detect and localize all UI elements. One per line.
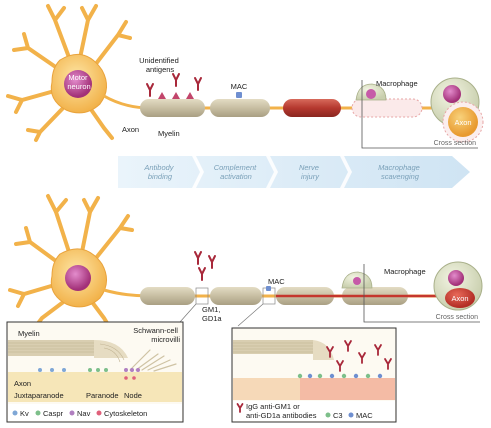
bottom-cross-macrophage-nucleus	[448, 270, 464, 286]
svg-text:Schwann-cell microvilli: Schwann-cell microvilli	[133, 326, 180, 344]
inset-right-connector	[237, 303, 264, 327]
inset-left-proteins	[38, 368, 140, 380]
top-neuron-nucleus	[64, 70, 92, 98]
antibody-label-2: anti-GD1a antibodies	[246, 411, 317, 420]
top-cross-section-label: Cross section	[434, 140, 477, 147]
bottom-mac-marker	[266, 286, 271, 291]
inset-left-axon-label: Axon	[14, 379, 31, 388]
bottom-panel: GM1, GD1a MAC Macrophage Axon Cross sect…	[8, 194, 483, 330]
inset-right-myelin	[233, 340, 334, 360]
top-mac-label: MAC	[231, 82, 248, 91]
legend-caspr-dot	[35, 410, 41, 416]
top-antibodies	[146, 73, 202, 97]
top-degraded-segment	[351, 98, 423, 118]
unidentified-antigens-label-2: antigens	[146, 65, 175, 74]
step-antibody-line1: Antibody	[143, 163, 174, 172]
bottom-node-marker	[195, 287, 209, 305]
node-label: Node	[124, 391, 142, 400]
gm1-label-1: GM1,	[202, 305, 220, 314]
legend-caspr-label: Caspr	[43, 409, 64, 418]
inset-left-axon	[8, 372, 182, 402]
svg-text:Unidentified antigens: Unidentified antigens	[139, 56, 181, 74]
inset-left-myelin-label: Myelin	[18, 329, 40, 338]
antibody-legend-icon	[236, 403, 244, 413]
svg-text:Nerve injury: Nerve injury	[299, 163, 321, 181]
top-cross-axon	[448, 107, 478, 137]
top-panel: Motor neuron Unidentified antigens MAC A…	[6, 4, 484, 149]
legend-nav-dot	[69, 410, 75, 416]
svg-text:IgG anti-GM1 or anti-G: IgG anti-GM1 or anti-GD1a antibodies	[246, 402, 317, 420]
bottom-cross-section-frame	[363, 264, 480, 323]
legend-mac-dot	[348, 412, 354, 418]
inset-left-myelin	[8, 340, 128, 363]
bottom-myelin-segment	[210, 287, 262, 305]
top-antigens	[158, 92, 194, 99]
top-macrophage-label: Macrophage	[376, 79, 418, 88]
paranode-label: Paranode	[86, 391, 119, 400]
schwann-label-2: microvilli	[151, 335, 180, 344]
step-antibody-line2: binding	[148, 172, 173, 181]
svg-text:Motor neuron: Motor neuron	[67, 73, 90, 91]
top-mac-marker	[236, 92, 242, 98]
bottom-neuron-nucleus	[65, 265, 91, 291]
unidentified-antigens-label-1: Unidentified	[139, 56, 179, 65]
process-steps: Antibody binding Complement activation N…	[118, 156, 470, 188]
motor-neuron-label-1: Motor	[68, 73, 88, 82]
top-cross-axon-label: Axon	[454, 118, 471, 127]
bottom-cross-axon-label: Axon	[451, 294, 468, 303]
top-injured-segment	[283, 99, 341, 117]
top-macrophage-nucleus	[366, 89, 376, 99]
juxtaparanode-label: Juxtaparanode	[14, 391, 64, 400]
svg-text:Antibody binding: Antibody binding	[143, 163, 175, 181]
svg-text:Macrophage scavenging: Macrophage scavenging	[378, 163, 422, 181]
top-cross-section-frame	[361, 80, 478, 149]
legend-cytoskeleton-label: Cytoskeleton	[104, 409, 147, 418]
legend-nav-label: Nav	[77, 409, 91, 418]
svg-text:Complement activation: Complement activation	[214, 163, 259, 181]
top-myelin-segment	[210, 99, 270, 117]
top-neuron-dendrites	[6, 4, 132, 142]
inset-left-microvilli	[129, 349, 177, 372]
step-macrophage-line1: Macrophage	[378, 163, 420, 172]
top-myelin-label: Myelin	[158, 129, 180, 138]
gm1-label-2: GD1a	[202, 314, 222, 323]
inset-right-legend: IgG anti-GM1 or anti-GD1a antibodies C3 …	[233, 401, 395, 421]
inset-right-antibodies	[326, 340, 392, 372]
legend-mac-label: MAC	[356, 411, 373, 420]
bottom-mac-label: MAC	[268, 277, 285, 286]
inset-left-legend: Kv Caspr Nav Cytoskeleton	[8, 404, 182, 421]
inset-right: IgG anti-GM1 or anti-GD1a antibodies C3 …	[231, 327, 397, 423]
step-complement-line2: activation	[220, 172, 252, 181]
motor-neuron-label-2: neuron	[67, 82, 90, 91]
schwann-label-1: Schwann-cell	[133, 326, 178, 335]
top-axon-label: Axon	[122, 125, 139, 134]
step-macrophage-line2: scavenging	[381, 172, 420, 181]
bottom-myelin-segment	[140, 287, 195, 305]
bottom-cross-axon	[445, 288, 475, 308]
legend-c3-label: C3	[333, 411, 343, 420]
legend-kv-dot	[12, 410, 18, 416]
step-injury-line1: Nerve	[299, 163, 319, 172]
inset-left-connector	[179, 303, 197, 323]
step-injury-line2: injury	[301, 172, 320, 181]
top-myelin-segment	[140, 99, 205, 117]
bottom-cross-section-label: Cross section	[436, 314, 479, 321]
inset-right-complement	[297, 373, 383, 379]
bottom-antibodies	[194, 251, 216, 281]
legend-cytoskeleton-dot	[96, 410, 102, 416]
bottom-macrophage-label: Macrophage	[384, 267, 426, 276]
top-cross-macrophage-nucleus	[443, 85, 461, 103]
legend-c3-dot	[325, 412, 331, 418]
svg-text:GM1, GD1a: GM1, GD1a	[202, 305, 222, 323]
antibody-label-1: IgG anti-GM1 or	[246, 402, 300, 411]
inset-right-injury	[300, 378, 395, 400]
bottom-macrophage-nucleus	[353, 277, 361, 285]
step-complement-line1: Complement	[214, 163, 257, 172]
legend-kv-label: Kv	[20, 409, 29, 418]
inset-left: Myelin Schwann-cell microvilli Axon Juxt…	[6, 321, 184, 423]
